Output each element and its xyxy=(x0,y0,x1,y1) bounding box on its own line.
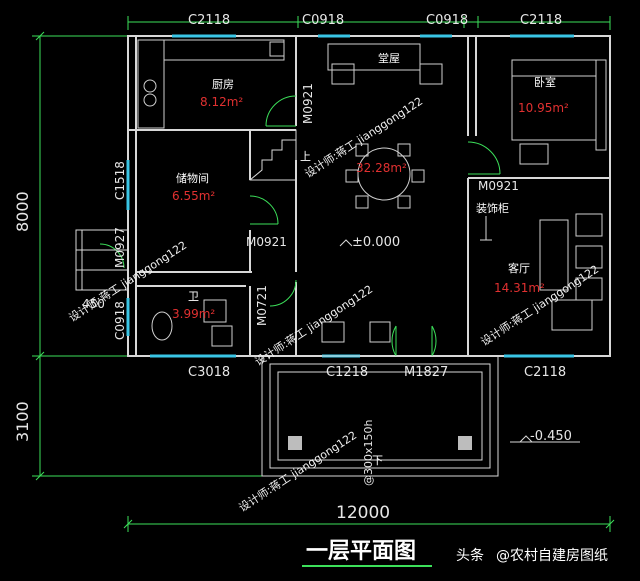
room-name-hall: 堂屋 xyxy=(378,52,400,65)
source-account: @农村自建房图纸 xyxy=(496,548,608,564)
source-prefix: 头条 xyxy=(456,547,484,564)
window-label-c2118-bottom: C2118 xyxy=(524,365,566,380)
room-area-hall: 32.28m² xyxy=(356,161,407,175)
door-label-m0921-storage: M0921 xyxy=(246,235,287,249)
floor-level: ±0.000 xyxy=(352,235,400,250)
dimension-3100: 3100 xyxy=(13,401,32,442)
watermarks: 设计师:蒋工 jianggong122 设计师:蒋工 jianggong122 … xyxy=(67,95,602,515)
top-window-labels: C2118 C0918 C0918 C2118 xyxy=(188,13,562,28)
dimension-8000: 8000 xyxy=(13,191,32,232)
room-name-kitchen: 厨房 xyxy=(212,78,234,91)
window-label-c0918-left: C0918 xyxy=(113,301,127,340)
room-area-bathroom: 3.99m² xyxy=(172,307,215,321)
window-label-c2118-a: C2118 xyxy=(188,13,230,28)
room-labels: 厨房 8.12m² 储物间 6.55m² 堂屋 32.28m² 卧室 10.95… xyxy=(172,52,569,321)
room-area-living: 14.31m² xyxy=(494,281,545,295)
step-size-label: @300x150h xyxy=(362,419,375,486)
level-marker xyxy=(339,239,580,443)
window-label-c2118-b: C2118 xyxy=(520,13,562,28)
cabinet-leader xyxy=(480,216,492,241)
door-label-m1827: M1827 xyxy=(404,365,448,380)
vertical-dimension-labels: 8000 3100 xyxy=(13,191,32,442)
door-label-m0921-bedroom: M0921 xyxy=(478,179,519,193)
window-label-c0918-a: C0918 xyxy=(302,13,344,28)
room-name-bedroom: 卧室 xyxy=(534,75,556,89)
door-label-m0721: M0721 xyxy=(255,285,269,326)
room-area-bedroom: 10.95m² xyxy=(518,101,569,115)
room-name-living: 客厅 xyxy=(508,261,530,275)
window-label-c1218: C1218 xyxy=(326,365,368,380)
room-area-storage: 6.55m² xyxy=(172,189,215,203)
room-name-cabinet: 装饰柜 xyxy=(476,201,509,215)
door-label-m0921-kitchen: M0921 xyxy=(301,83,315,124)
room-area-kitchen: 8.12m² xyxy=(200,95,243,109)
doors xyxy=(99,95,501,357)
side-dimension-450: 450 xyxy=(82,297,105,311)
outside-level: -0.450 xyxy=(530,429,572,444)
window-label-c3018: C3018 xyxy=(188,365,230,380)
porch-columns xyxy=(288,436,472,450)
down-label: 下 xyxy=(372,454,383,467)
door-label-m0927: M0927 xyxy=(113,227,127,268)
opening-labels: M0921 M0921 M0921 C1518 M0927 C0918 M072… xyxy=(113,83,566,380)
stairs xyxy=(249,129,297,181)
level-labels: ±0.000 -0.450 @300x150h 下 450 xyxy=(82,235,572,486)
porch xyxy=(261,355,499,477)
drawing-title: 一层平面图 xyxy=(306,539,416,564)
furniture xyxy=(137,39,607,347)
room-name-bathroom: 卫 xyxy=(188,290,199,303)
dimension-12000: 12000 xyxy=(336,503,390,523)
stairs-up-label: 上 xyxy=(300,150,311,163)
room-name-storage: 储物间 xyxy=(176,171,209,185)
side-steps xyxy=(75,229,129,291)
window-label-c1518: C1518 xyxy=(113,161,127,200)
dimension-lines xyxy=(32,16,615,532)
window-label-c0918-b: C0918 xyxy=(426,13,468,28)
